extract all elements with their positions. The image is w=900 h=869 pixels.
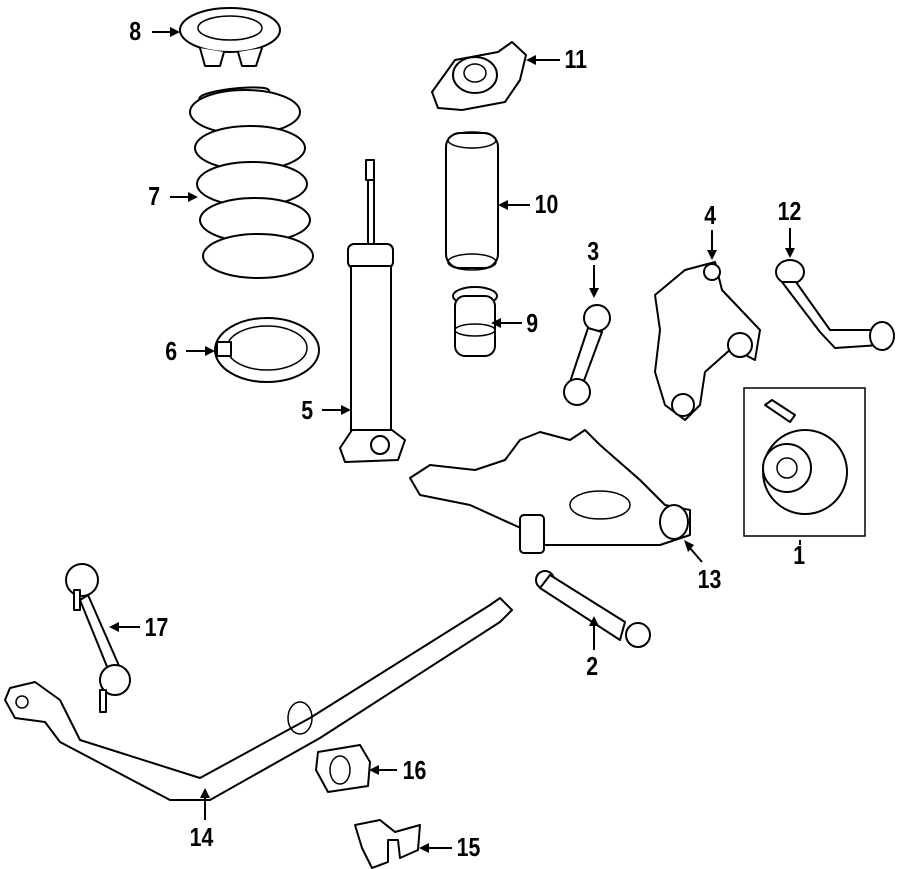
stabilizer-bushing-part xyxy=(315,744,371,793)
lower-spring-insulator-part xyxy=(214,317,320,383)
hub-part xyxy=(743,387,866,537)
shock-absorber-part xyxy=(339,159,406,463)
stabilizer-bar-part xyxy=(4,597,513,801)
callout-5: 5 xyxy=(301,395,314,425)
callout-16: 16 xyxy=(402,755,427,785)
callout-2: 2 xyxy=(586,651,599,681)
callout-17: 17 xyxy=(144,612,169,642)
callout-13: 13 xyxy=(697,564,722,594)
upper-control-arm-part xyxy=(775,259,895,351)
callout-10: 10 xyxy=(534,189,559,219)
upper-spring-seat-part xyxy=(179,7,281,67)
callout-6: 6 xyxy=(165,336,178,366)
callout-7: 7 xyxy=(148,181,161,211)
toe-link-part xyxy=(563,304,611,406)
stabilizer-link-part xyxy=(65,563,131,713)
callout-1: 1 xyxy=(793,540,806,570)
subframe-part xyxy=(409,429,691,554)
callout-12: 12 xyxy=(777,196,802,226)
callout-9: 9 xyxy=(526,308,539,338)
bump-stop-part xyxy=(452,286,498,357)
callout-11: 11 xyxy=(564,44,588,74)
coil-spring-part xyxy=(189,86,314,279)
callout-arrows xyxy=(109,27,801,853)
knuckle-part xyxy=(654,261,761,421)
callout-3: 3 xyxy=(587,236,600,266)
shock-mount-part xyxy=(431,41,527,111)
callout-4: 4 xyxy=(704,200,717,230)
callout-8: 8 xyxy=(129,16,142,46)
callout-15: 15 xyxy=(456,832,481,862)
dust-boot-part xyxy=(445,131,499,271)
stabilizer-bracket-part xyxy=(354,819,421,869)
callout-14: 14 xyxy=(189,822,214,852)
lower-control-arm-part xyxy=(535,570,651,648)
